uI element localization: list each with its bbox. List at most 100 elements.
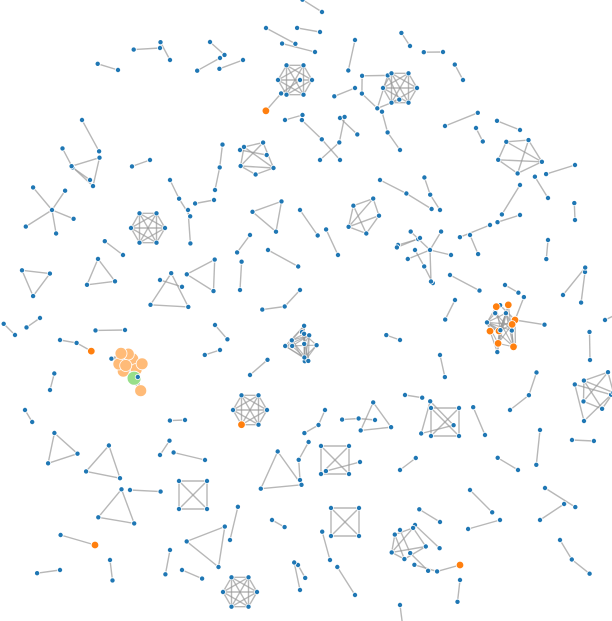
graph-node[interactable] xyxy=(531,173,538,180)
graph-node[interactable] xyxy=(301,354,308,361)
graph-node[interactable] xyxy=(118,486,125,493)
graph-node[interactable] xyxy=(294,24,301,31)
graph-node[interactable] xyxy=(355,504,362,511)
graph-node[interactable] xyxy=(446,271,453,278)
graph-node[interactable] xyxy=(356,458,363,465)
graph-node[interactable] xyxy=(378,108,385,115)
graph-node[interactable] xyxy=(68,163,75,170)
graph-node[interactable] xyxy=(339,416,346,423)
graph-node[interactable] xyxy=(483,319,490,326)
graph-node[interactable] xyxy=(260,139,267,146)
graph-node[interactable] xyxy=(178,567,185,574)
graph-node[interactable] xyxy=(580,398,587,405)
graph-node[interactable] xyxy=(292,40,299,47)
graph-node[interactable] xyxy=(161,224,168,231)
graph-node[interactable] xyxy=(245,574,252,581)
graph-node[interactable] xyxy=(238,258,245,265)
graph-node[interactable] xyxy=(560,291,567,298)
graph-node[interactable] xyxy=(442,316,449,323)
graph-node[interactable] xyxy=(211,186,218,193)
graph-node[interactable] xyxy=(341,113,348,120)
graph-node[interactable] xyxy=(131,520,138,527)
graph-node[interactable] xyxy=(255,392,262,399)
graph-node[interactable] xyxy=(321,406,328,413)
graph-node[interactable] xyxy=(216,55,223,62)
graph-node[interactable] xyxy=(602,316,609,323)
graph-node[interactable] xyxy=(51,429,58,436)
graph-node[interactable] xyxy=(283,91,290,98)
graph-node[interactable] xyxy=(216,346,223,353)
graph-node[interactable] xyxy=(0,320,7,327)
graph-node[interactable] xyxy=(245,603,252,610)
graph-node[interactable] xyxy=(203,505,210,512)
graph-node[interactable] xyxy=(295,456,302,463)
graph-node[interactable] xyxy=(319,528,326,535)
graph-node[interactable] xyxy=(599,405,606,412)
graph-node[interactable] xyxy=(237,162,244,169)
graph-node[interactable] xyxy=(279,40,286,47)
graph-node[interactable] xyxy=(436,519,443,526)
graph-node[interactable] xyxy=(370,195,377,202)
graph-node[interactable] xyxy=(130,46,137,53)
graph-node[interactable] xyxy=(494,454,501,461)
graph-node[interactable] xyxy=(57,336,64,343)
graph-node[interactable] xyxy=(95,255,102,262)
graph-node[interactable] xyxy=(541,321,548,328)
graph-node[interactable] xyxy=(18,267,25,274)
graph-node[interactable] xyxy=(557,537,564,544)
graph-node[interactable] xyxy=(495,156,502,163)
graph-node[interactable] xyxy=(475,251,482,258)
graph-node[interactable] xyxy=(237,420,246,429)
graph-node[interactable] xyxy=(274,77,281,84)
graph-node[interactable] xyxy=(438,228,445,235)
graph-node[interactable] xyxy=(166,176,173,183)
graph-node[interactable] xyxy=(425,567,432,574)
graph-node[interactable] xyxy=(494,219,501,226)
graph-node[interactable] xyxy=(249,208,256,215)
graph-node[interactable] xyxy=(146,156,153,163)
graph-node[interactable] xyxy=(388,549,395,556)
graph-node[interactable] xyxy=(581,417,588,424)
graph-node[interactable] xyxy=(92,327,99,334)
graph-node[interactable] xyxy=(105,442,112,449)
graph-node[interactable] xyxy=(263,151,270,158)
graph-node[interactable] xyxy=(70,215,77,222)
graph-node[interactable] xyxy=(403,190,410,197)
graph-node[interactable] xyxy=(47,386,54,393)
graph-node[interactable] xyxy=(187,213,194,220)
graph-node[interactable] xyxy=(542,484,549,491)
graph-node[interactable] xyxy=(455,560,465,570)
graph-node[interactable] xyxy=(255,421,262,428)
graph-node[interactable] xyxy=(416,506,423,513)
graph-node[interactable] xyxy=(418,430,425,437)
graph-node[interactable] xyxy=(533,461,540,468)
graph-node[interactable] xyxy=(370,399,377,406)
graph-node[interactable] xyxy=(37,314,44,321)
graph-node[interactable] xyxy=(211,321,218,328)
graph-node[interactable] xyxy=(291,559,298,566)
graph-node[interactable] xyxy=(314,232,321,239)
graph-node[interactable] xyxy=(134,373,141,380)
graph-node[interactable] xyxy=(411,246,418,253)
graph-node[interactable] xyxy=(175,505,182,512)
graph-node[interactable] xyxy=(168,270,175,277)
graph-node[interactable] xyxy=(327,504,334,511)
graph-node[interactable] xyxy=(268,517,275,524)
graph-node[interactable] xyxy=(259,306,266,313)
graph-node[interactable] xyxy=(427,191,434,198)
graph-node[interactable] xyxy=(455,404,462,411)
graph-node[interactable] xyxy=(474,109,481,116)
graph-node[interactable] xyxy=(62,187,69,194)
graph-node[interactable] xyxy=(388,70,395,77)
graph-node[interactable] xyxy=(572,161,579,168)
graph-node[interactable] xyxy=(489,509,496,516)
graph-node[interactable] xyxy=(166,547,173,554)
graph-node[interactable] xyxy=(470,404,477,411)
graph-node[interactable] xyxy=(238,392,245,399)
graph-node[interactable] xyxy=(219,141,226,148)
graph-node[interactable] xyxy=(543,171,550,178)
graph-node[interactable] xyxy=(95,514,102,521)
graph-node[interactable] xyxy=(334,564,341,571)
graph-node[interactable] xyxy=(313,342,320,349)
graph-node[interactable] xyxy=(586,570,593,577)
